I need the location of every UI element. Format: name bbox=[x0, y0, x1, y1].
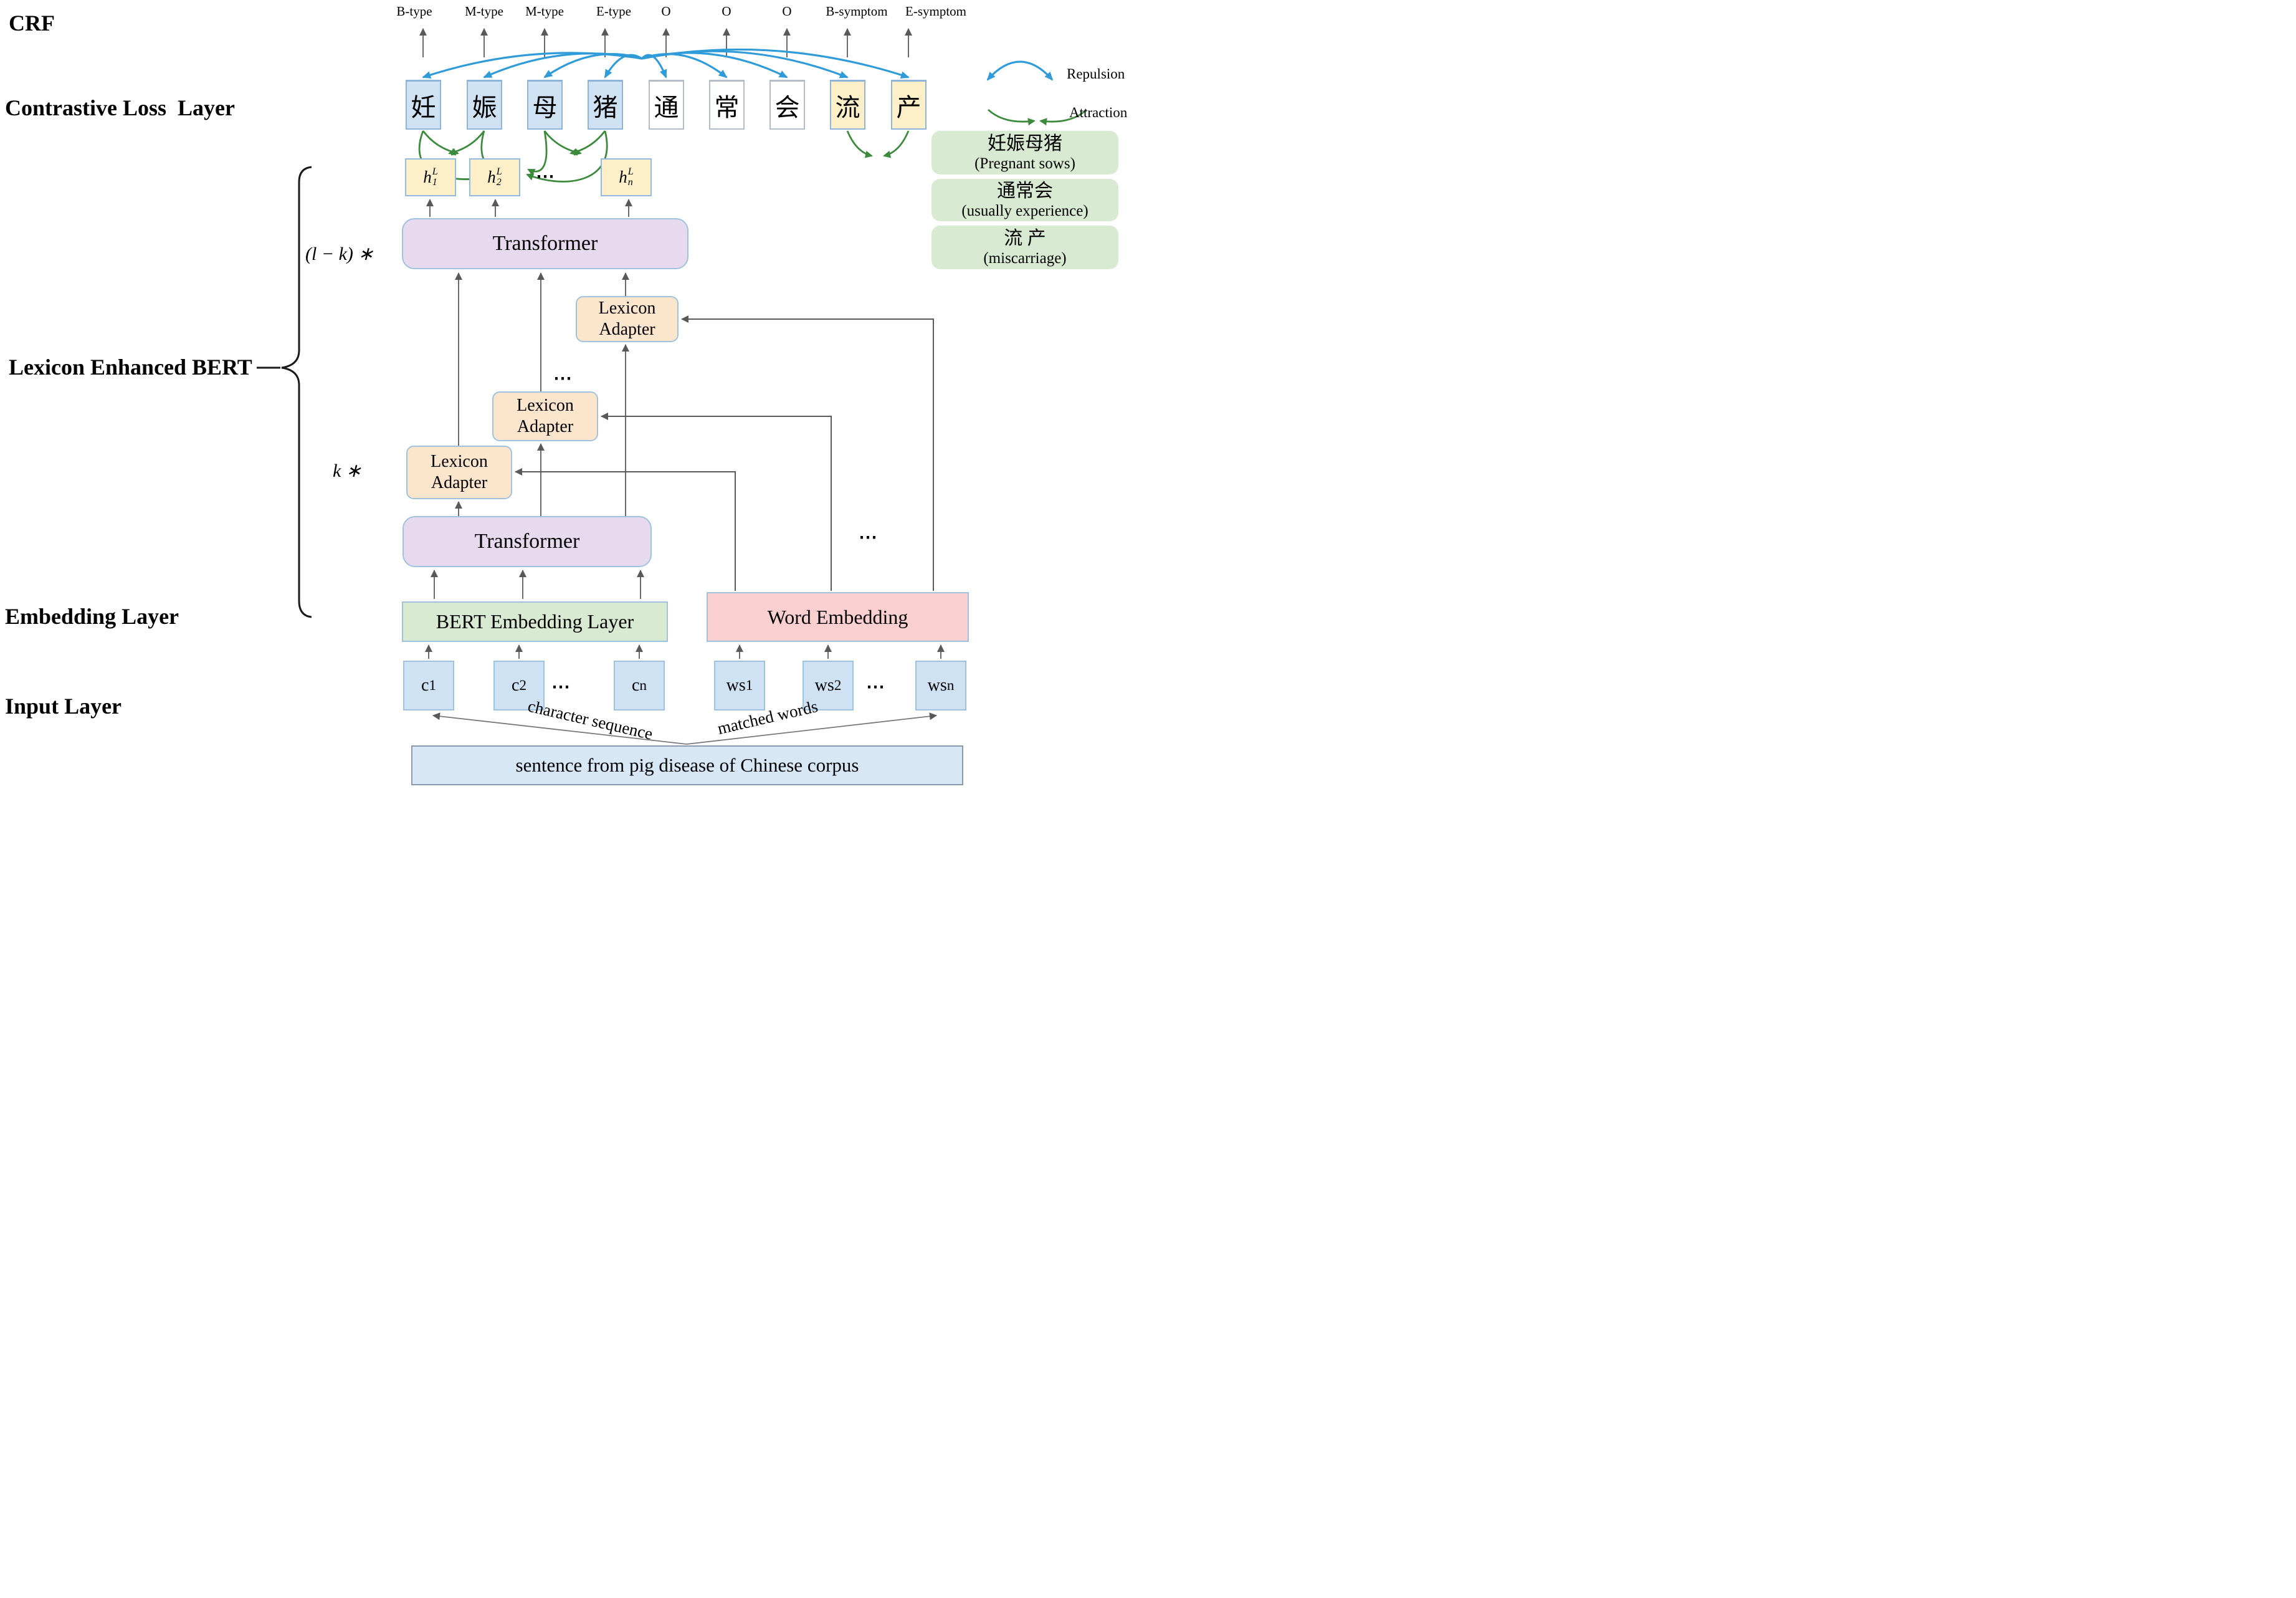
word-input-ellipsis: ⋯ bbox=[866, 677, 887, 697]
architecture-diagram: CRF Contrastive Loss Layer Lexicon Enhan… bbox=[0, 0, 1148, 799]
adapter-line1: Lexicon bbox=[517, 396, 574, 416]
token-box: 娠 bbox=[467, 80, 502, 130]
input-base: c bbox=[631, 676, 640, 695]
crf-tag-arrows bbox=[419, 28, 912, 57]
word-column-ellipsis: ⋯ bbox=[859, 527, 879, 548]
lexicon-card-zh: 妊娠母猪 bbox=[988, 133, 1062, 154]
crf-tag: M-type bbox=[525, 4, 564, 19]
repulsion-legend-icon bbox=[986, 60, 1054, 81]
hidden-sub: 2 bbox=[496, 176, 502, 188]
layer-label-embedding: Embedding Layer bbox=[5, 604, 179, 629]
multiplier-upper: (l − k) ∗ bbox=[305, 244, 374, 264]
lexicon-card-en: (miscarriage) bbox=[983, 249, 1067, 267]
word-embedding-block: Word Embedding bbox=[707, 592, 969, 642]
crf-tag: O bbox=[782, 4, 792, 19]
lexicon-card: 流 产 (miscarriage) bbox=[931, 226, 1118, 269]
token-box: 猪 bbox=[588, 80, 623, 130]
layer-label-input: Input Layer bbox=[5, 694, 122, 719]
token-box: 常 bbox=[709, 80, 745, 130]
lexicon-card: 妊娠母猪 (Pregnant sows) bbox=[931, 131, 1118, 175]
crf-tag: B-symptom bbox=[826, 4, 888, 19]
lexicon-bert-brace bbox=[257, 166, 312, 618]
crf-tag: E-symptom bbox=[905, 4, 966, 19]
char-input-ellipsis: ⋯ bbox=[551, 677, 572, 697]
transformer-bottom-block: Transformer bbox=[403, 516, 652, 567]
legend-repulsion-label: Repulsion bbox=[1067, 66, 1125, 82]
input-base: ws bbox=[726, 676, 746, 695]
adapter-ellipsis: ⋯ bbox=[553, 368, 574, 389]
legend-attraction-label: Attraction bbox=[1069, 105, 1128, 120]
lexicon-card-zh: 流 产 bbox=[1004, 228, 1046, 249]
hidden-base: h bbox=[487, 168, 496, 186]
token-box: 母 bbox=[527, 80, 563, 130]
crf-tag: O bbox=[722, 4, 731, 19]
hidden-sub: n bbox=[627, 176, 633, 188]
input-base: ws bbox=[814, 676, 834, 695]
input-base: c bbox=[511, 676, 520, 695]
crf-tag: O bbox=[661, 4, 671, 19]
hidden-sup: L bbox=[627, 166, 634, 177]
repulsion-arcs bbox=[422, 48, 910, 79]
lexicon-card: 通常会 (usually experience) bbox=[931, 179, 1118, 221]
layer-label-crf: CRF bbox=[9, 11, 55, 36]
hidden-base: h bbox=[619, 168, 627, 186]
lexicon-adapter-block: Lexicon Adapter bbox=[406, 446, 512, 499]
token-box: 会 bbox=[769, 80, 805, 130]
adapter-line1: Lexicon bbox=[431, 452, 488, 472]
hidden-ellipsis: ⋯ bbox=[536, 166, 556, 187]
lexicon-card-zh: 通常会 bbox=[997, 181, 1053, 201]
transformer-top-block: Transformer bbox=[402, 218, 688, 269]
sentence-box: sentence from pig disease of Chinese cor… bbox=[411, 745, 963, 785]
token-box: 流 bbox=[830, 80, 865, 130]
bert-embedding-block: BERT Embedding Layer bbox=[402, 601, 668, 642]
adapter-line2: Adapter bbox=[599, 320, 655, 339]
adapter-line1: Lexicon bbox=[598, 299, 656, 318]
token-box: 产 bbox=[891, 80, 926, 130]
transformer-to-hidden-arrows bbox=[426, 199, 632, 217]
lexicon-card-en: (usually experience) bbox=[961, 202, 1088, 219]
lexicon-adapter-block: Lexicon Adapter bbox=[576, 296, 679, 342]
input-to-embedding-arrows bbox=[425, 644, 945, 659]
input-base: ws bbox=[927, 676, 947, 695]
adapter-line2: Adapter bbox=[431, 473, 488, 492]
hidden-sup: L bbox=[496, 166, 502, 177]
lexicon-adapter-block: Lexicon Adapter bbox=[492, 391, 598, 441]
embedding-to-transformer-arrows bbox=[431, 570, 644, 599]
multiplier-lower: k ∗ bbox=[333, 461, 361, 481]
input-base: c bbox=[421, 676, 429, 695]
crf-tag: M-type bbox=[465, 4, 503, 19]
lexicon-card-en: (Pregnant sows) bbox=[974, 155, 1075, 172]
token-box: 妊 bbox=[406, 80, 441, 130]
hidden-sup: L bbox=[432, 166, 438, 177]
hidden-base: h bbox=[423, 168, 432, 186]
layer-label-contrastive: Contrastive Loss Layer bbox=[5, 95, 235, 120]
crf-tag: B-type bbox=[396, 4, 432, 19]
layer-label-lexicon-bert: Lexicon Enhanced BERT bbox=[9, 355, 252, 380]
crf-tag: E-type bbox=[596, 4, 631, 19]
adapter-line2: Adapter bbox=[517, 417, 574, 436]
hidden-sub: 1 bbox=[432, 176, 437, 188]
sentence-split-arrows bbox=[432, 712, 937, 745]
token-box: 通 bbox=[649, 80, 684, 130]
